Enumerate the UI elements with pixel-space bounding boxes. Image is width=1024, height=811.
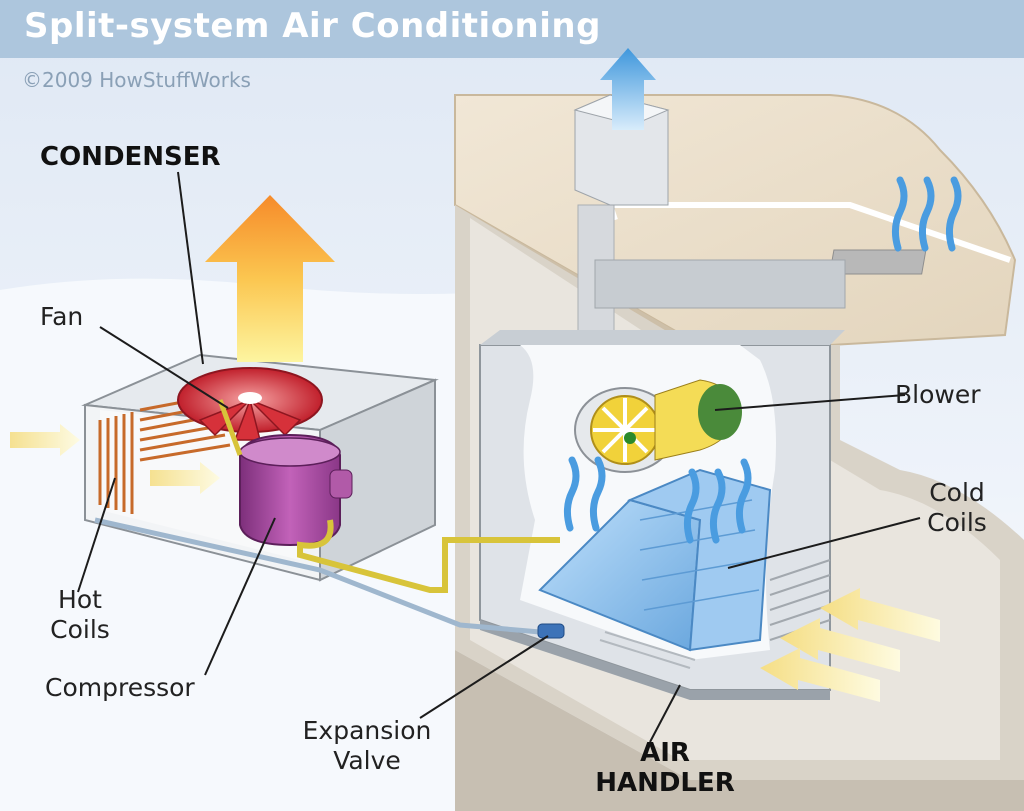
- intake-arrows: [10, 424, 220, 494]
- ceiling-stripe: [610, 202, 1011, 263]
- cold-air-wavy-arrows: [563, 176, 962, 544]
- expansion-valve-part: [537, 623, 565, 639]
- label-blower: Blower: [895, 380, 981, 409]
- label-hot-coils-line2: Coils: [50, 615, 110, 644]
- return-grille: [769, 559, 831, 641]
- label-hot-coils: Hot Coils: [30, 585, 130, 645]
- hot-air-arrow: [205, 195, 335, 362]
- air-handler-base: [480, 620, 830, 700]
- house-floor: [455, 650, 1024, 811]
- label-fan: Fan: [40, 302, 84, 331]
- label-hot-coils-line1: Hot: [58, 585, 102, 614]
- duct-horizontal: [594, 259, 846, 309]
- cold-coils: [538, 468, 772, 652]
- label-cold-coils: Cold Coils: [902, 478, 1012, 538]
- diagram-title: Split-system Air Conditioning: [24, 6, 601, 46]
- label-cold-coils-line2: Coils: [927, 508, 987, 537]
- label-expansion-valve-line2: Valve: [333, 746, 401, 775]
- label-expansion-valve-line1: Expansion: [302, 716, 432, 745]
- return-air-arrows: [760, 588, 940, 702]
- label-air-handler: AIR HANDLER: [585, 738, 745, 798]
- base-grille: [599, 631, 696, 669]
- blower: [574, 379, 742, 473]
- label-air-handler-line1: AIR: [640, 738, 690, 768]
- compressor: [239, 433, 353, 547]
- label-cold-coils-line1: Cold: [929, 478, 985, 507]
- title-bar: [0, 0, 1024, 58]
- copyright-notice: ©2009 HowStuffWorks: [22, 68, 251, 92]
- leader-lines: [77, 171, 921, 743]
- refrigerant-lines: [94, 399, 560, 635]
- label-compressor: Compressor: [45, 673, 195, 702]
- label-expansion-valve: Expansion Valve: [262, 716, 472, 776]
- exhaust-arrow: [600, 48, 656, 130]
- label-air-handler-line2: HANDLER: [595, 768, 735, 798]
- label-condenser: CONDENSER: [40, 142, 221, 172]
